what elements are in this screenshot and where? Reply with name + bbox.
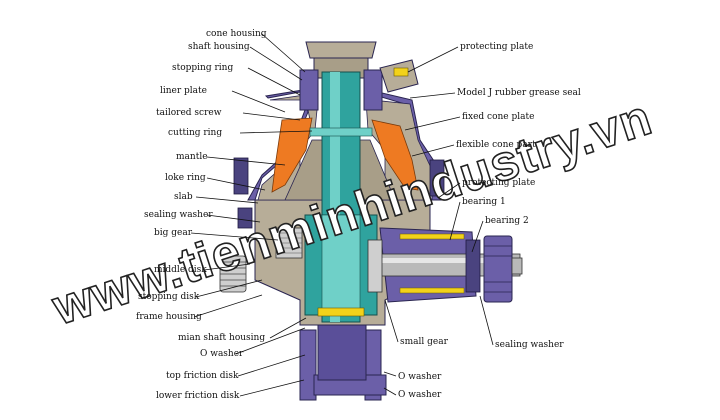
label-frame-housing: frame housing — [136, 312, 202, 322]
label-loke-ring: loke ring — [165, 173, 206, 183]
base-column-left — [299, 329, 317, 401]
label-big-gear: big gear — [154, 228, 193, 238]
label-o-washer-left: O washer — [200, 349, 244, 359]
label-sealing-washer-left: sealing washer — [144, 210, 213, 220]
label-shaft-housing: shaft housing — [188, 42, 250, 52]
label-cone-housing: cone housing — [206, 29, 267, 39]
crusher-cross-section — [219, 41, 523, 401]
feed-hopper — [305, 41, 377, 59]
label-rubber-grease-seal: Model J rubber grease seal — [457, 88, 581, 98]
leader-lines — [190, 33, 494, 397]
label-flexible-cone-part: flexible cone part — [456, 140, 536, 150]
label-small-gear: small gear — [400, 337, 449, 347]
right-pulley — [483, 235, 523, 303]
label-o-washer-bottom-2: O washer — [398, 390, 442, 400]
main-shaft-highlight — [330, 72, 340, 322]
bolt-left-upper — [233, 157, 249, 195]
label-o-washer-bottom-1: O washer — [398, 372, 442, 382]
label-liner-plate: liner plate — [160, 86, 207, 96]
label-top-friction-disk: top friction disk — [166, 371, 239, 381]
label-cutting-ring: cutting ring — [168, 128, 222, 138]
countershaft-yellow-top — [399, 233, 465, 240]
label-slab: slab — [174, 192, 193, 202]
label-protecting-plate-top: protecting plate — [460, 42, 533, 52]
labels-left: cone housing shaft housing stopping ring… — [136, 29, 267, 401]
bolt-right-upper — [429, 159, 445, 197]
label-mantle: mantle — [176, 152, 208, 162]
label-stopping-disk: stopping disk — [138, 292, 200, 302]
yellow-bearing-1 — [317, 307, 365, 317]
shaft-housing-top-right — [363, 69, 383, 111]
label-protecting-plate-right: protecting plate — [462, 178, 535, 188]
liner-right — [371, 119, 419, 191]
label-tailored-screw: tailored screw — [156, 108, 222, 118]
label-fixed-cone-plate: fixed cone plate — [462, 112, 534, 122]
label-bearing-2: bearing 2 — [485, 216, 529, 226]
base-core — [317, 324, 367, 381]
label-bearing-1: bearing 1 — [462, 197, 506, 207]
countershaft-yellow-bottom — [399, 287, 465, 294]
label-sealing-washer-right: sealing washer — [495, 340, 564, 350]
label-lower-friction-disk: lower friction disk — [156, 391, 240, 401]
label-middle-disk: middle disk — [154, 265, 207, 275]
grease-seal-yellow — [393, 67, 409, 77]
big-gear — [275, 227, 303, 259]
cutting-ring-band — [309, 127, 373, 137]
label-main-shaft-housing: mian shaft housing — [178, 333, 265, 343]
shaft-housing-top — [299, 69, 319, 111]
label-stopping-ring: stopping ring — [172, 63, 233, 73]
small-gear-block — [367, 239, 383, 293]
labels-right: protecting plate Model J rubber grease s… — [398, 42, 581, 400]
eccentric-core — [321, 214, 361, 316]
liner-left — [271, 117, 313, 193]
bolt-left-mid — [237, 207, 253, 229]
countershaft-highlight — [380, 258, 520, 263]
bearing-housing-right — [465, 239, 481, 293]
